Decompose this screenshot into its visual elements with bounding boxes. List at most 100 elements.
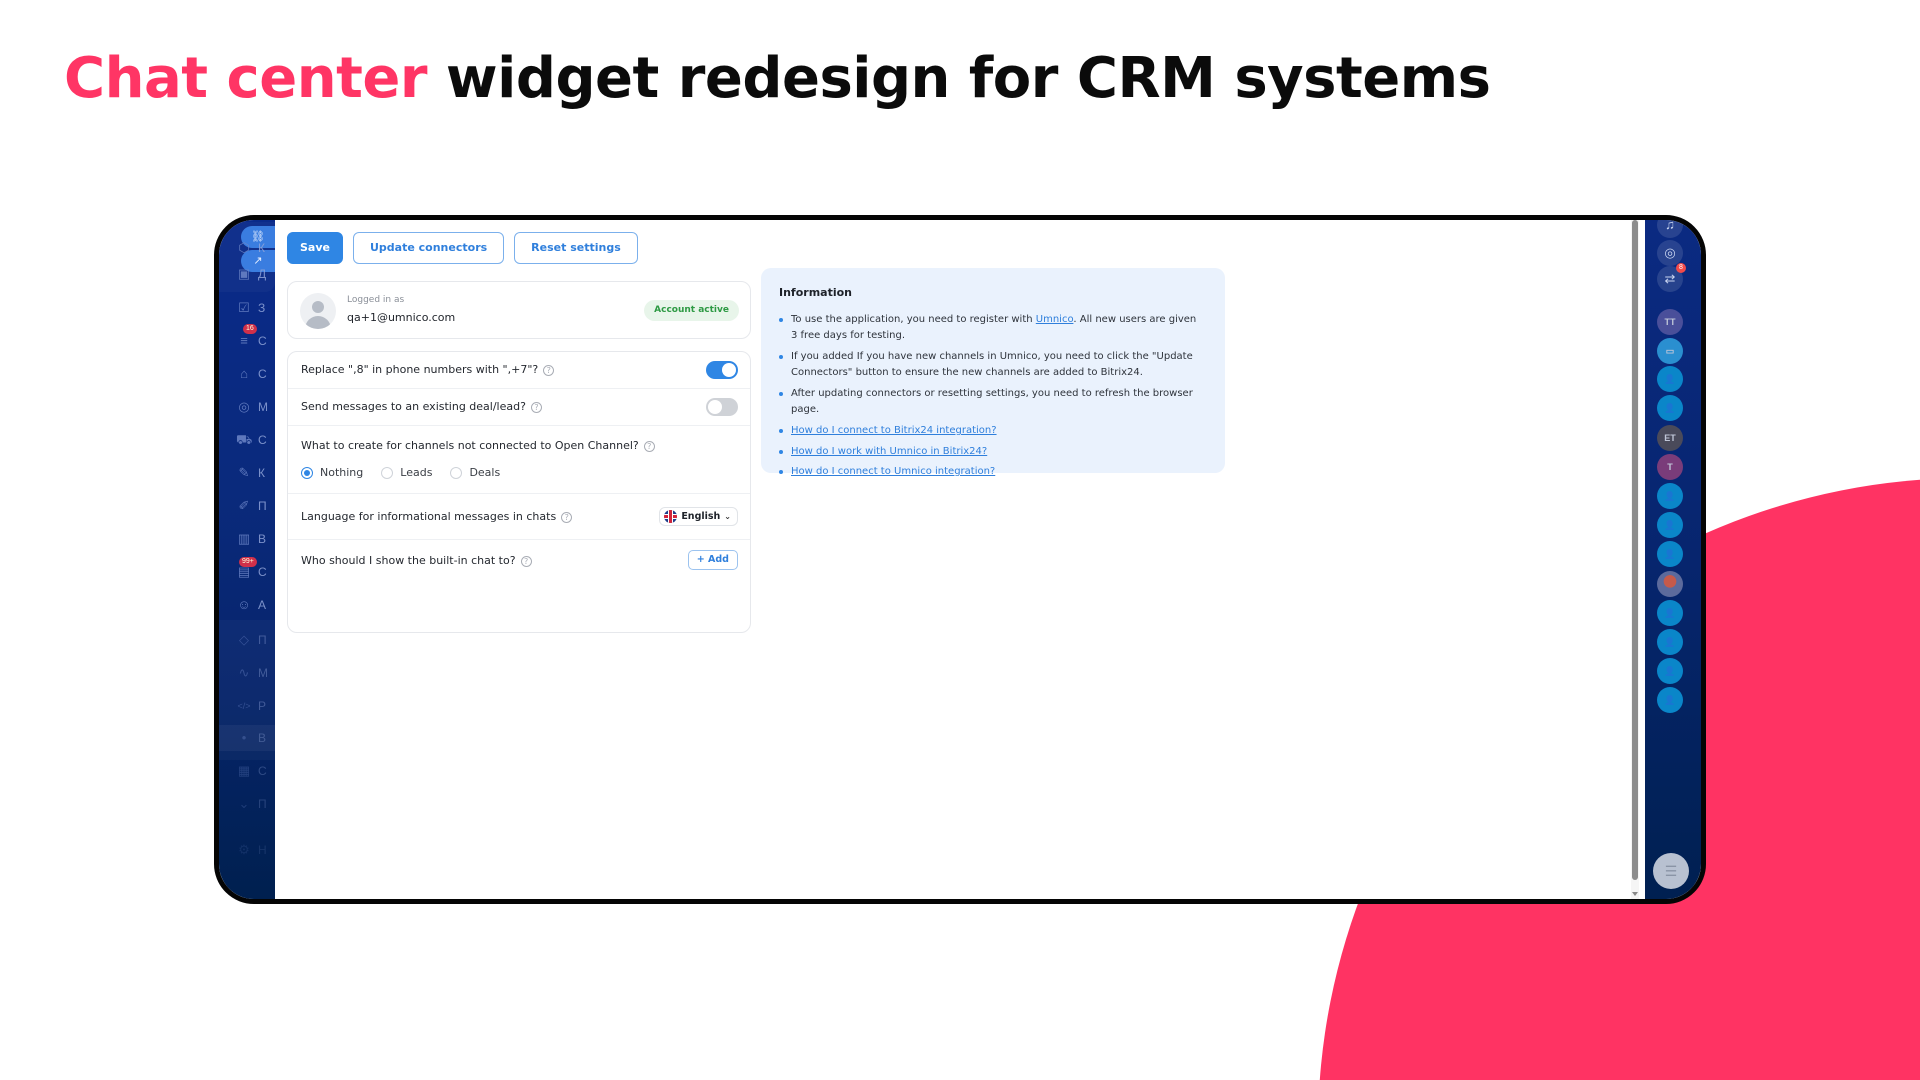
sidebar-item-store[interactable]: ⌂С xyxy=(236,366,267,382)
chart-icon: ▥ xyxy=(237,531,251,546)
sidebar-item-pen[interactable]: ✐П xyxy=(236,498,267,514)
user-clock-icon[interactable]: 👤 xyxy=(1657,541,1683,567)
sidebar-item-target[interactable]: ◎М xyxy=(236,399,268,415)
sidebar-item-label: К xyxy=(258,241,265,255)
sidebar-item-cart[interactable]: ⛟С xyxy=(236,432,267,448)
sidebar-item-more[interactable]: ⌄П xyxy=(236,796,267,812)
sidebar-item-messages[interactable]: ▤С xyxy=(236,564,267,580)
menu-list-button[interactable]: ☰ xyxy=(1653,853,1689,889)
user-clock-icon[interactable]: 👤 xyxy=(1657,629,1683,655)
help-icon[interactable]: ? xyxy=(643,441,655,452)
contact-photo-avatar[interactable] xyxy=(1657,571,1683,597)
link-icon[interactable]: ⛓ xyxy=(241,226,275,248)
sidebar-item-marketing[interactable]: ∿М xyxy=(236,665,268,681)
scrollbar-thumb[interactable] xyxy=(1632,220,1638,880)
cart-icon: ⛟ xyxy=(236,432,253,447)
sidebar-item-label: П xyxy=(258,499,267,513)
user-clock-icon[interactable]: 👤 xyxy=(1657,366,1683,392)
sidebar-item-grid[interactable]: ▦С xyxy=(236,763,267,779)
setting-label: What to create for channels not connecte… xyxy=(301,439,639,452)
bell-icon[interactable]: ♫ xyxy=(1657,220,1683,238)
sidebar-item-presentation[interactable]: ▣Д xyxy=(236,266,266,282)
grid-icon: ▦ xyxy=(237,763,251,778)
sidebar-item-label: Д xyxy=(258,267,267,281)
radio-nothing[interactable]: Nothing xyxy=(301,466,363,479)
bitrix24-connect-link[interactable]: How do I connect to Bitrix24 integration… xyxy=(791,425,997,436)
target-icon: ◎ xyxy=(238,399,250,414)
contact-avatar[interactable]: ET xyxy=(1657,425,1683,451)
sidebar-item-code[interactable]: </>Р xyxy=(236,698,266,714)
radio-leads[interactable]: Leads xyxy=(381,466,432,479)
user-clock-icon[interactable]: 👤 xyxy=(1657,512,1683,538)
scroll-down-arrow[interactable] xyxy=(1632,892,1638,896)
chat-bubble-icon[interactable]: ▭ xyxy=(1657,338,1683,364)
user-clock-icon[interactable]: 👤 xyxy=(1657,658,1683,684)
user-clock-icon[interactable]: 👤 xyxy=(1657,600,1683,626)
widget-settings-panel: Save Update connectors Reset settings Lo… xyxy=(275,220,1631,899)
replace-phone-toggle[interactable] xyxy=(706,361,738,379)
sidebar-item-label: С xyxy=(258,334,267,348)
sidebar-item-box[interactable]: ◇П xyxy=(236,632,267,648)
sidebar-item-robot[interactable]: ☺А xyxy=(236,597,266,613)
user-clock-icon[interactable]: 👤 xyxy=(1657,687,1683,713)
scrollbar[interactable] xyxy=(1631,220,1639,899)
messenger-right-sidebar: ♫ ◎ ⇄8 TT ▭ 👤 👤 ET T 👤 👤 👤 👤 👤 👤 👤 ☰ xyxy=(1645,220,1701,899)
radio-label: Leads xyxy=(400,466,433,479)
pen-icon: ✐ xyxy=(238,498,250,513)
status-badge: Account active xyxy=(644,300,739,321)
radio-label: Deals xyxy=(469,466,501,479)
umnico-bitrix24-link[interactable]: How do I work with Umnico in Bitrix24? xyxy=(791,445,988,457)
send-to-deal-toggle[interactable] xyxy=(706,398,738,416)
sidebar-active-bg xyxy=(219,725,275,751)
update-connectors-button[interactable]: Update connectors xyxy=(353,232,505,264)
radio-deals[interactable]: Deals xyxy=(450,466,500,479)
sidebar-item-label: С xyxy=(258,433,267,447)
sidebar-item-label: В xyxy=(258,532,267,546)
setting-label: Who should I show the built-in chat to? xyxy=(301,554,516,567)
save-button[interactable]: Save xyxy=(287,232,343,264)
sidebar-item-dot[interactable]: •В xyxy=(236,730,266,746)
chat-sync-icon[interactable]: ⇄8 xyxy=(1657,263,1686,292)
hexagon-icon: ⬡ xyxy=(238,240,250,255)
information-panel: Information To use the application, you … xyxy=(761,268,1225,477)
help-icon[interactable]: ? xyxy=(561,512,573,523)
notification-badge: 99+ xyxy=(239,557,257,567)
setting-create-for-channels: What to create for channels not connecte… xyxy=(288,426,750,494)
umnico-connect-link[interactable]: How do I connect to Umnico integration? xyxy=(791,466,996,477)
sidebar-item-settings[interactable]: ⚙Н xyxy=(236,842,267,858)
user-clock-icon[interactable]: 👤 xyxy=(1657,395,1683,421)
sidebar-item-document[interactable]: ✎К xyxy=(236,465,265,481)
help-icon[interactable]: ? xyxy=(543,365,555,376)
external-link-icon[interactable]: ↗ xyxy=(241,250,275,272)
info-list: To use the application, you need to regi… xyxy=(779,312,1199,485)
title-rest: widget redesign for CRM systems xyxy=(426,46,1491,111)
create-radio-group: Nothing Leads Deals xyxy=(301,466,500,479)
setting-show-chat: Who should I show the built-in chat to??… xyxy=(288,540,750,586)
avatar xyxy=(300,293,336,329)
language-select[interactable]: English⌄ xyxy=(659,507,738,526)
code-icon: </> xyxy=(237,701,251,711)
sidebar-item-hexagon[interactable]: ⬡К xyxy=(236,240,265,256)
help-icon[interactable]: ? xyxy=(520,556,532,567)
openlines-icon[interactable]: ◎ xyxy=(1657,240,1683,266)
user-clock-icon[interactable]: 👤 xyxy=(1657,483,1683,509)
presentation-icon: ▣ xyxy=(237,266,251,281)
toolbar: Save Update connectors Reset settings xyxy=(287,232,638,264)
contact-avatar[interactable]: T xyxy=(1657,454,1683,480)
sidebar-item-filter[interactable]: ≡С xyxy=(236,333,266,349)
account-card: Logged in as qa+1@umnico.com Account act… xyxy=(287,281,751,339)
sidebar-item-label: П xyxy=(258,797,267,811)
sidebar-item-chart[interactable]: ▥В xyxy=(236,531,266,547)
info-link-item: How do I connect to Umnico integration? xyxy=(779,464,1199,480)
sidebar-item-tasks[interactable]: ☑З xyxy=(236,300,265,316)
settings-icon: ⚙ xyxy=(238,842,250,857)
marketing-icon: ∿ xyxy=(238,665,250,680)
umnico-link[interactable]: Umnico xyxy=(1035,314,1074,325)
add-user-button[interactable]: + Add xyxy=(687,550,738,570)
contact-avatar[interactable]: TT xyxy=(1657,309,1683,335)
help-icon[interactable]: ? xyxy=(530,402,542,413)
reset-settings-button[interactable]: Reset settings xyxy=(514,232,638,264)
messages-icon: ▤ xyxy=(237,564,251,579)
sidebar-item-label: А xyxy=(258,598,267,612)
